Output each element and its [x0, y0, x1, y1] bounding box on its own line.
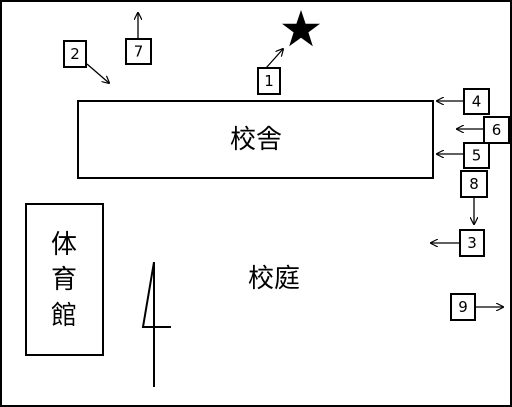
- marker-3: 3: [431, 229, 485, 257]
- marker-8-box: [460, 170, 488, 198]
- marker-1-arrow: [265, 49, 283, 69]
- marker-8: 8: [460, 170, 488, 224]
- marker-3-box: [459, 229, 485, 257]
- marker-2-label: 2: [70, 45, 80, 63]
- marker-2: 2: [63, 40, 109, 83]
- marker-1-box: [257, 67, 281, 95]
- marker-1: 1: [257, 49, 283, 95]
- gymnasium: [25, 203, 104, 356]
- marker-7-box: [125, 38, 152, 65]
- marker-6-box: [483, 116, 510, 144]
- school-building-label: 校舎: [230, 125, 282, 155]
- marker-3-label: 3: [467, 234, 477, 252]
- marker-4-label: 4: [472, 93, 482, 111]
- marker-9: 9: [450, 293, 503, 321]
- marker-1-label: 1: [264, 72, 274, 90]
- gymnasium-label-1: 体: [51, 230, 77, 260]
- marker-5-box: [463, 142, 490, 169]
- marker-7-label: 7: [134, 43, 144, 61]
- star-icon: [282, 10, 320, 47]
- north-arrow-icon: [141, 261, 171, 387]
- marker-5-label: 5: [472, 147, 482, 165]
- marker-5: 5: [437, 142, 490, 169]
- marker-4: 4: [437, 88, 490, 115]
- marker-9-label: 9: [458, 298, 468, 316]
- marker-4-box: [463, 88, 490, 115]
- school-building: [77, 100, 434, 179]
- gymnasium-label-2: 育: [51, 265, 77, 295]
- marker-7: 7: [125, 13, 152, 65]
- marker-2-box: [63, 40, 87, 68]
- marker-9-box: [450, 293, 476, 321]
- marker-8-label: 8: [469, 175, 479, 193]
- marker-6: 6: [457, 116, 510, 144]
- marker-2-arrow: [86, 63, 109, 83]
- schoolyard-label: 校庭: [248, 264, 300, 294]
- gymnasium-label-3: 館: [51, 301, 77, 331]
- marker-6-label: 6: [492, 121, 502, 139]
